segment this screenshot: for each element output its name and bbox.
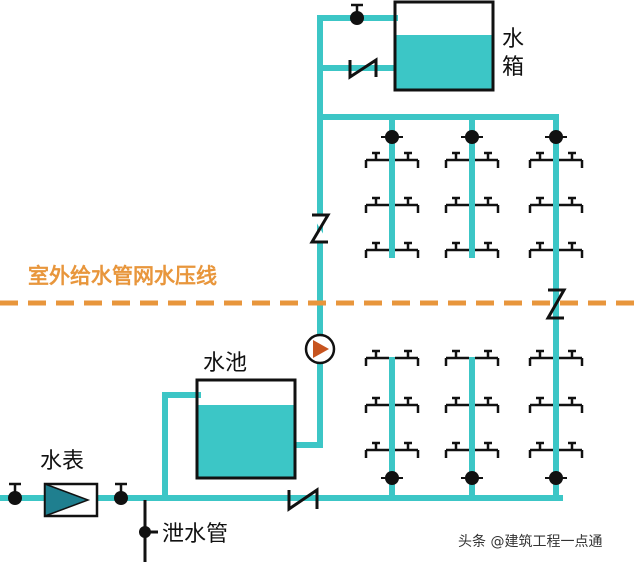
tap-icon (444, 241, 500, 258)
tap-icon (528, 396, 584, 413)
water-pool (195, 378, 297, 480)
tap-icon (444, 151, 500, 168)
valve-icon (545, 471, 567, 485)
check-valve-icon (287, 487, 319, 512)
tap-icon (444, 196, 500, 213)
watermark: 头条 @建筑工程一点通 (458, 533, 602, 550)
main-riser (291, 15, 398, 448)
valve-icon (461, 130, 483, 144)
tap-icon (528, 441, 584, 458)
pool-inlet-pipe (162, 392, 201, 501)
drain-valve-icon (139, 526, 151, 538)
valve-icon (545, 130, 567, 144)
pressure-line-label: 室外给水管网水压线 (28, 264, 217, 288)
meter-label: 水表 (40, 449, 84, 474)
fixture-group (364, 151, 584, 458)
tap-icon (528, 196, 584, 213)
valve-icon (114, 482, 128, 505)
valve-icon (461, 471, 483, 485)
roof-tank (393, 0, 495, 92)
check-valve-icon (545, 288, 567, 320)
tap-icon (364, 241, 420, 258)
tap-icon (364, 349, 420, 366)
tap-icon (444, 396, 500, 413)
valve-icon (381, 471, 403, 485)
tap-icon (364, 151, 420, 168)
pool-label: 水池 (203, 351, 247, 376)
tap-icon (364, 441, 420, 458)
check-valve-icon (309, 213, 331, 244)
tap-icon (444, 349, 500, 366)
tap-icon (444, 441, 500, 458)
tank-label: 水箱 (502, 27, 524, 80)
valve-group (8, 3, 567, 505)
tap-icon (364, 196, 420, 213)
tap-icon (364, 396, 420, 413)
valve-icon (350, 3, 364, 25)
valve-icon (381, 130, 403, 144)
water-meter-icon (43, 482, 99, 518)
tap-icon (528, 151, 584, 168)
valve-icon (8, 482, 22, 505)
pump-icon (304, 333, 336, 365)
tap-icon (528, 349, 584, 366)
drain-label: 泄水管 (162, 522, 228, 547)
tap-icon (528, 241, 584, 258)
check-valve-icon (348, 57, 378, 80)
